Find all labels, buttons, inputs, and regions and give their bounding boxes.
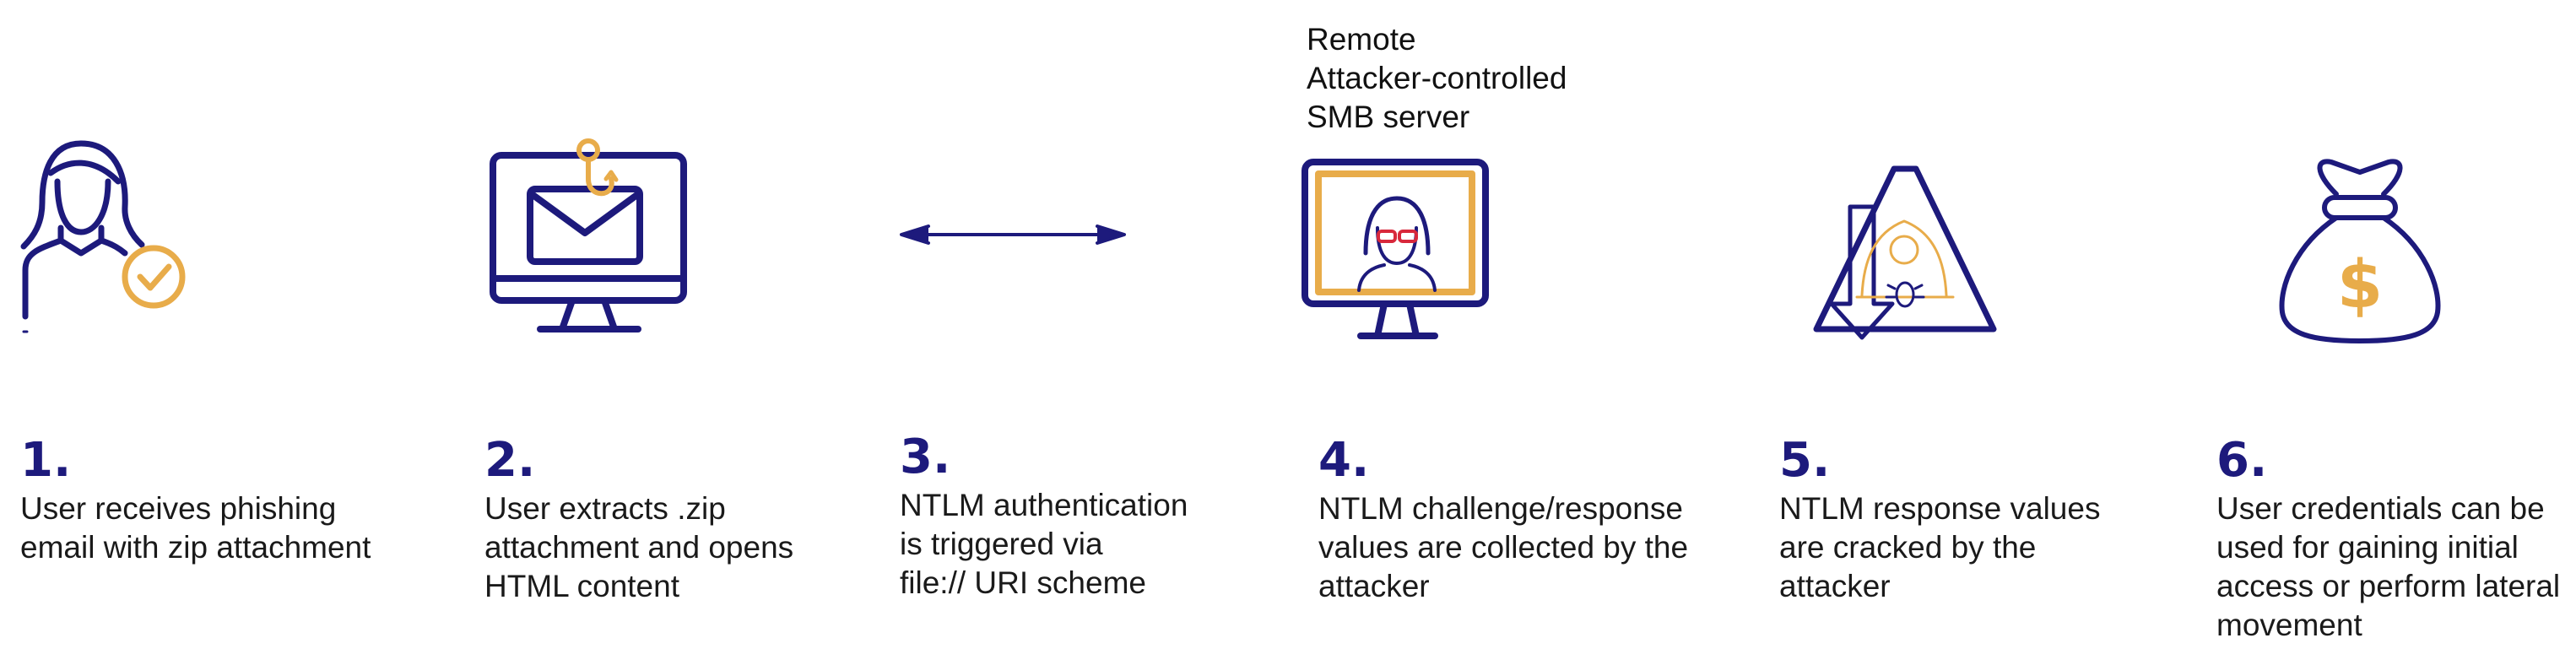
desc-line: User extracts .zip xyxy=(484,491,726,526)
phishing-email-monitor-icon xyxy=(490,138,687,332)
desc-line: is triggered via xyxy=(900,527,1103,561)
hacker-warning-icon xyxy=(1813,165,1997,340)
step-5: 5. NTLM response values are cracked by t… xyxy=(1779,432,2176,606)
attacker-monitor-icon xyxy=(1302,159,1489,339)
desc-line: email with zip attachment xyxy=(20,530,371,565)
step-description: User extracts .zip attachment and opens … xyxy=(484,489,881,606)
server-label-line: Remote xyxy=(1307,22,1416,57)
desc-line: NTLM challenge/response xyxy=(1318,491,1683,526)
step-description: NTLM authentication is triggered via fil… xyxy=(900,486,1296,603)
desc-line: User receives phishing xyxy=(20,491,337,526)
step-description: User credentials can be used for gaining… xyxy=(2216,489,2571,645)
step-number: 1. xyxy=(20,433,72,488)
step-number: 6. xyxy=(2216,433,2268,488)
server-label-line: Attacker-controlled xyxy=(1307,61,1567,95)
desc-line: access or perform lateral xyxy=(2216,569,2561,603)
step-3: 3. NTLM authentication is triggered via … xyxy=(900,429,1296,603)
desc-line: NTLM authentication xyxy=(900,488,1188,522)
step-number: 3. xyxy=(900,430,951,484)
desc-line: User credentials can be xyxy=(2216,491,2545,526)
desc-line: are cracked by the xyxy=(1779,530,2037,565)
user-check-icon xyxy=(20,140,186,333)
step-number: 2. xyxy=(484,433,536,488)
smb-server-label: Remote Attacker-controlled SMB server xyxy=(1307,20,1661,137)
step-number: 4. xyxy=(1318,433,1370,488)
step-description: NTLM challenge/response values are colle… xyxy=(1318,489,1715,606)
step-1: 1. User receives phishing email with zip… xyxy=(20,432,417,567)
step-2: 2. User extracts .zip attachment and ope… xyxy=(484,432,881,606)
step-description: NTLM response values are cracked by the … xyxy=(1779,489,2176,606)
step-6: 6. User credentials can be used for gain… xyxy=(2216,432,2571,645)
desc-line: file:// URI scheme xyxy=(900,565,1146,600)
desc-line: HTML content xyxy=(484,569,679,603)
desc-line: attachment and opens xyxy=(484,530,794,565)
step-number: 5. xyxy=(1779,433,1831,488)
server-label-line: SMB server xyxy=(1307,100,1470,134)
bidirectional-arrow-icon xyxy=(900,224,1126,245)
desc-line: used for gaining initial xyxy=(2216,530,2519,565)
step-4: 4. NTLM challenge/response values are co… xyxy=(1318,432,1715,606)
desc-line: movement xyxy=(2216,608,2362,642)
step-description: User receives phishing email with zip at… xyxy=(20,489,417,567)
desc-line: attacker xyxy=(1318,569,1430,603)
desc-line: values are collected by the xyxy=(1318,530,1689,565)
svg-text:$: $ xyxy=(2337,247,2383,323)
desc-line: attacker xyxy=(1779,569,1891,603)
desc-line: NTLM response values xyxy=(1779,491,2101,526)
money-bag-icon: $ xyxy=(2279,159,2441,343)
